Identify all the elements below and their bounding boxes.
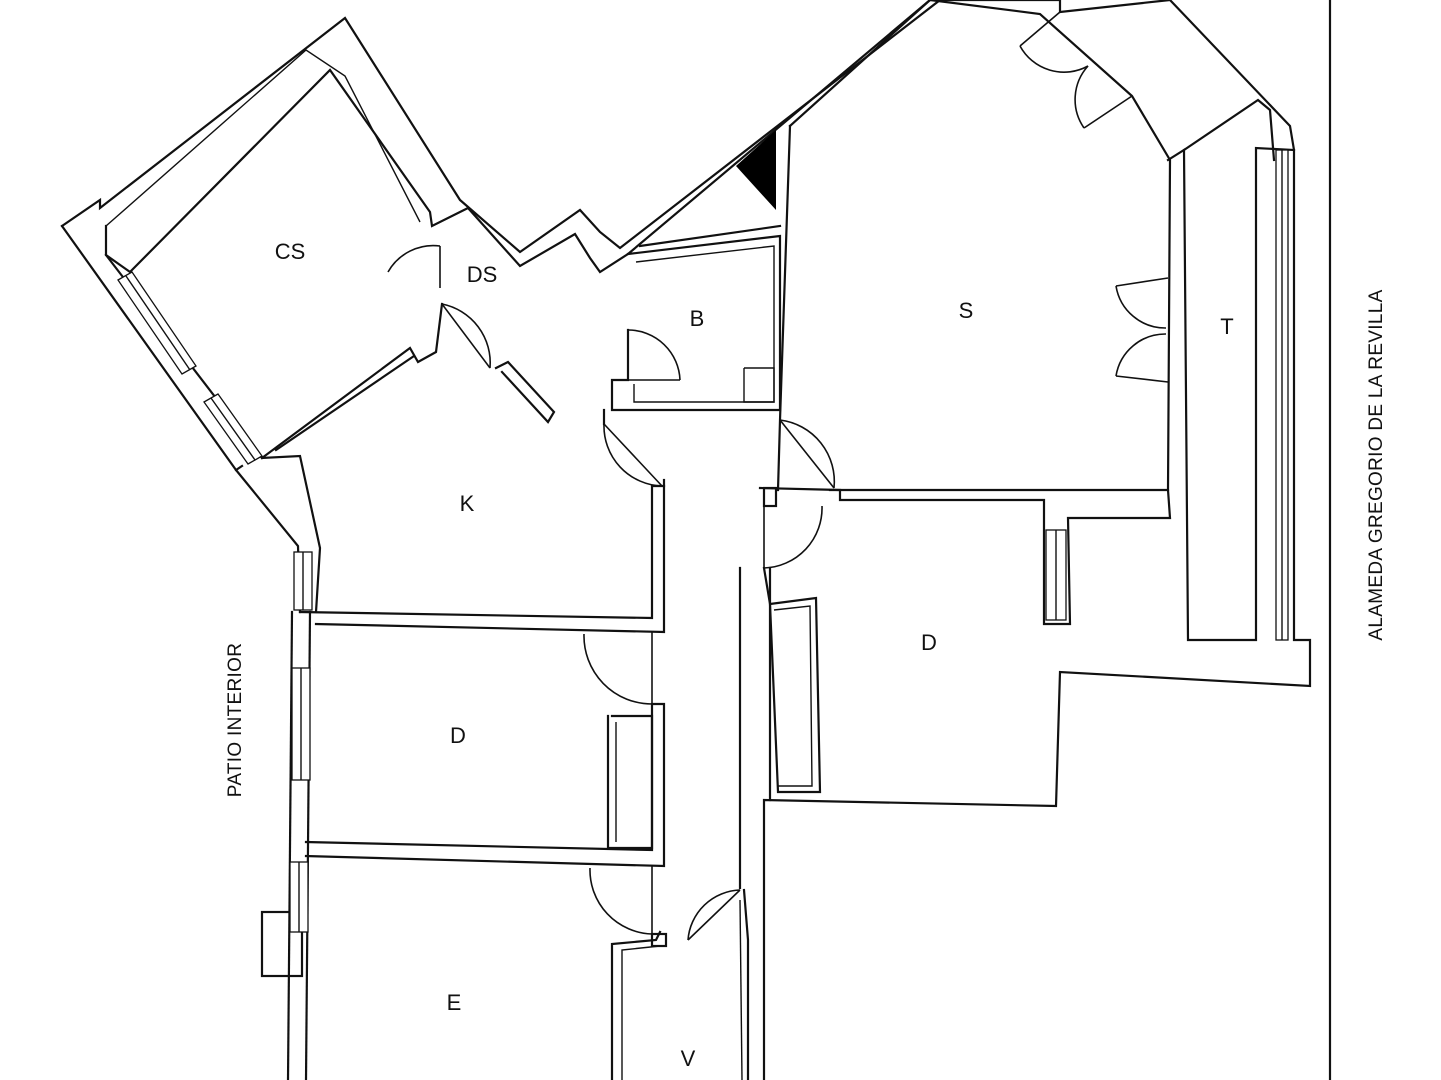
cs-window-1 (117, 271, 197, 375)
patio-pilaster (260, 910, 304, 978)
d-right-door-swing (763, 505, 823, 569)
t-gallery-inner (1182, 98, 1276, 162)
ds-cs-partition-inner (274, 354, 416, 452)
s-top-door-leaf (1019, 11, 1061, 47)
v-walls-inner (621, 945, 661, 1080)
s-top-inner (788, 0, 1172, 492)
d-left-door-swing (583, 633, 653, 705)
t-gallery (1166, 146, 1296, 642)
cs-window-2-pane (210, 397, 256, 461)
t-door-upper-leaf (1115, 277, 1169, 287)
patio-interior-label: PATIO INTERIOR (225, 643, 246, 797)
room-label-s: S (959, 298, 974, 323)
room-label-d-left: D (450, 723, 466, 748)
room-label-e: E (447, 990, 462, 1015)
service-shaft (736, 130, 776, 210)
ds-cs-partition (260, 302, 444, 460)
cs-wardrobe-line (105, 49, 421, 227)
s-top-outer (762, 0, 1312, 1080)
k-left-slant (234, 468, 302, 614)
d-right-wardrobe-inner (773, 605, 813, 787)
cs-outer-wall (60, 0, 942, 254)
room-label-k: K (460, 491, 475, 516)
d-left-bottom-wall (304, 702, 666, 868)
s-top-door-swing-2 (1074, 65, 1089, 129)
v-door-swing (687, 889, 741, 941)
cs-door-swing (387, 244, 441, 273)
room-label-b: B (690, 306, 705, 331)
exterior-walls (60, 0, 1312, 1080)
s-top-door-leaf-2 (1083, 95, 1133, 129)
room-labels: CS DS B S T K D D E V PATIO INTERIOR ALA… (225, 239, 1387, 1071)
b-top-partition (638, 224, 782, 248)
cs-left-facade (60, 224, 244, 472)
cs-inner-wall (104, 0, 932, 274)
k-left-slant-inner (260, 454, 322, 614)
street-name-label: ALAMEDA GREGORIO DE LA REVILLA (1366, 289, 1387, 640)
k-door-ds-swing (441, 303, 492, 369)
k-door-ds-leaf (441, 303, 491, 369)
k-door-leaf (603, 423, 663, 487)
corridor-right-wall-2 (758, 486, 1172, 626)
doors (387, 11, 1169, 941)
jamb-v (650, 932, 668, 948)
v-right-wall (742, 888, 750, 1080)
k-bottom-wall (298, 484, 666, 634)
t-door-upper-swing (1115, 285, 1167, 329)
patio-facade-outer (286, 610, 294, 1080)
s-door-swing (779, 419, 836, 489)
e-door-swing (589, 867, 653, 935)
t-door-lower-swing (1115, 333, 1167, 377)
s-top-door-swing (1019, 45, 1089, 73)
d-left-wardrobe (606, 714, 654, 850)
cs-window-1-pane (125, 275, 191, 371)
room-label-cs: CS (275, 239, 306, 264)
v-door-leaf (687, 889, 741, 941)
room-label-v: V (681, 1046, 696, 1071)
b-shower (743, 367, 775, 403)
v-walls (610, 930, 662, 1080)
t-door-lower-leaf (1115, 375, 1169, 383)
room-label-t: T (1220, 314, 1233, 339)
jamb-s (762, 486, 778, 508)
v-right-wall-inner (739, 899, 743, 1080)
windows (117, 149, 1289, 933)
room-label-d-right: D (921, 630, 937, 655)
b-door-swing (627, 329, 681, 381)
k-door-swing (603, 423, 663, 487)
ds-angled-stub (494, 360, 556, 424)
room-label-ds: DS (467, 262, 498, 287)
interior-partitions (260, 224, 822, 1080)
s-door-leaf (779, 419, 835, 489)
